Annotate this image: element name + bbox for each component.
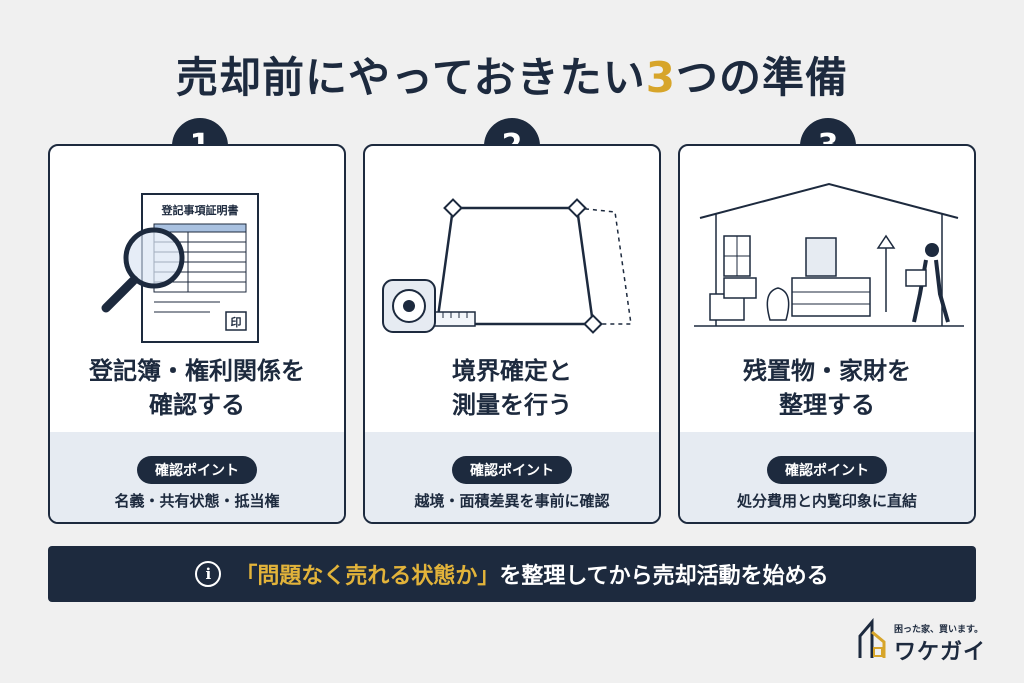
banner-text: を整理してから売却活動を始める [499, 564, 829, 589]
card-heading: 残置物・家財を整理する [680, 354, 974, 422]
doc-title: 登記事項証明書 [161, 203, 239, 217]
seal-stamp: 印 [231, 316, 242, 329]
brand-logo: 困った家、買います。 ワケガイ [856, 618, 996, 666]
summary-banner: i 「問題なく売れる状態か」 を整理してから売却活動を始める [48, 546, 976, 602]
heading-line-2: 確認する [149, 391, 245, 419]
title-text: 売却前にやっておきたい [176, 53, 646, 102]
document-magnifier-illustration: 登記事項証明書 印 [101, 193, 259, 343]
check-point-badge: 確認ポイント [767, 456, 887, 484]
card-heading: 登記簿・権利関係を確認する [50, 354, 344, 422]
check-point-badge: 確認ポイント [137, 456, 257, 484]
title-text-end: つの準備 [675, 53, 848, 102]
check-point-badge: 確認ポイント [452, 456, 572, 484]
step-card-2: 境界確定と測量を行う 確認ポイント 越境・面積差異を事前に確認 [363, 144, 661, 524]
heading-line-1: 境界確定と [452, 357, 572, 385]
check-point-text: 処分費用と内覧印象に直結 [736, 492, 917, 510]
tape-measure-icon [382, 279, 476, 333]
heading-line-1: 登記簿・権利関係を [89, 357, 305, 385]
heading-line-2: 整理する [779, 391, 875, 419]
room-belongings-illustration [694, 182, 964, 327]
logo-name: ワケガイ [894, 640, 987, 665]
logo-tagline: 困った家、買います。 [894, 625, 984, 635]
heading-line-2: 測量を行う [452, 391, 572, 419]
house-logo-icon [858, 618, 886, 658]
info-icon: i [195, 561, 222, 587]
check-point-text: 名義・共有状態・抵当権 [114, 492, 280, 510]
step-card-1: 登記事項証明書 印 登記簿・権利関係を確認する 確認ポイント 名義・共有状態・抵… [48, 144, 346, 524]
survey-boundary-illustration [382, 198, 632, 334]
page-title: 売却前にやっておきたい3つの準備 [0, 44, 1024, 105]
banner-quote: 「問題なく売れる状態か」 [235, 564, 500, 589]
check-point-text: 越境・面積差異を事前に確認 [414, 492, 610, 510]
step-card-3: 残置物・家財を整理する 確認ポイント 処分費用と内覧印象に直結 [678, 144, 976, 524]
card-heading: 境界確定と測量を行う [365, 354, 659, 422]
title-highlight: 3 [645, 53, 676, 102]
heading-line-1: 残置物・家財を [743, 357, 911, 385]
